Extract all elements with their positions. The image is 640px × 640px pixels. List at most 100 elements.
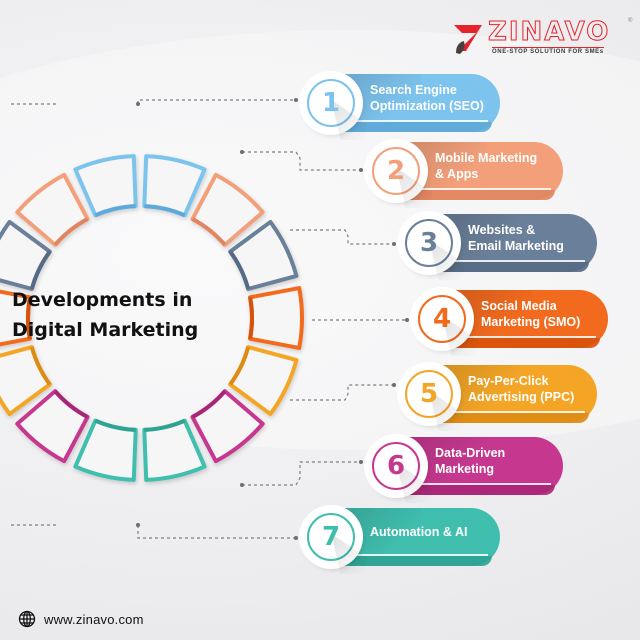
connector-dot — [240, 150, 244, 154]
number-badge: 1 — [302, 74, 360, 132]
connector-dot — [240, 483, 244, 487]
connector-lines — [10, 98, 409, 540]
connector-dot — [405, 318, 409, 322]
ring-segment — [248, 286, 304, 350]
pill-underline — [332, 556, 492, 566]
number-badge: 3 — [400, 214, 458, 272]
website-link[interactable]: www.zinavo.com — [44, 611, 144, 627]
pill-separator — [332, 120, 488, 122]
topic-label: Websites & Email Marketing — [468, 214, 564, 262]
pill-underline — [332, 122, 492, 132]
label-line-2: & Apps — [435, 167, 479, 181]
pill-separator — [332, 554, 488, 556]
badge-number: 4 — [432, 304, 452, 334]
number-badge: 5 — [400, 365, 458, 423]
pill-separator — [397, 483, 551, 485]
pill-separator — [397, 188, 551, 190]
connector-dot — [136, 102, 140, 106]
zinavo-logo: ZINAVO ® ONE-STOP SOLUTION FOR SMEs — [452, 17, 633, 58]
number-badge: 6 — [367, 437, 425, 495]
pill-underline — [430, 262, 589, 272]
connector-line — [242, 151, 361, 171]
badge-ring — [418, 295, 466, 343]
badge-number: 7 — [321, 522, 341, 552]
label-line-1: Websites & — [468, 223, 536, 237]
label-line-2: Marketing — [435, 462, 495, 476]
ring-segment-inner-edge — [191, 389, 227, 419]
title-line-1: Developments in — [12, 289, 193, 311]
ring-segment-inner-edge — [94, 204, 136, 218]
pill-underline — [397, 190, 555, 200]
zinavo-mark-icon — [454, 25, 482, 54]
connector-line — [290, 229, 394, 245]
badge-ring — [307, 513, 355, 561]
label-line-1: Pay-Per-Click — [468, 374, 549, 388]
label-line-1: Search Engine — [370, 83, 457, 97]
connector-dot — [359, 168, 363, 172]
pill-separator — [430, 411, 585, 413]
label-line-2: Optimization (SEO) — [370, 99, 484, 113]
connector-dot — [294, 98, 298, 102]
ring-segments — [0, 154, 304, 482]
badge-ring — [372, 147, 420, 195]
ring-segment-inner-edge — [144, 418, 186, 432]
pill-separator — [430, 260, 585, 262]
badge-ring — [405, 370, 453, 418]
pill-underline — [397, 485, 555, 495]
page-title: Developments in Digital Marketing — [12, 285, 212, 345]
ring-segment-inner-edge — [53, 389, 89, 419]
connector-line — [137, 525, 296, 539]
registered-mark: ® — [628, 18, 633, 24]
badge-number: 5 — [419, 379, 439, 409]
label-line-1: Automation & AI — [370, 525, 468, 539]
ring-segment-inner-edge — [94, 418, 136, 432]
connector-line — [242, 461, 361, 486]
topic-item-2[interactable]: 2 Mobile Marketing& Apps — [367, 142, 563, 200]
number-badge: 7 — [302, 508, 360, 566]
topic-label: Automation & AI — [370, 508, 467, 556]
footer: www.zinavo.com — [18, 610, 144, 628]
label-line-2: Advertising (PPC) — [468, 390, 575, 404]
badge-ring — [372, 442, 420, 490]
ring-segment-inner-edge — [29, 250, 52, 290]
connector-line — [137, 99, 296, 104]
pill-underline — [430, 413, 589, 423]
title-line-2: Digital Marketing — [12, 319, 199, 341]
connector-dot — [136, 523, 140, 527]
badge-number: 6 — [386, 451, 406, 481]
pill-separator — [443, 336, 596, 338]
topic-item-7[interactable]: 7 Automation & AI — [302, 508, 500, 566]
number-badge: 2 — [367, 142, 425, 200]
badge-ring — [307, 79, 355, 127]
pill-underline — [443, 338, 600, 348]
badge-number: 2 — [386, 156, 406, 186]
connector-dot — [392, 242, 396, 246]
brand-tagline: ONE-STOP SOLUTION FOR SMEs — [492, 47, 604, 55]
badge-ring — [405, 219, 453, 267]
label-line-2: Marketing (SMO) — [481, 315, 581, 329]
ring-segment-inner-edge — [53, 217, 89, 247]
ring-segment-inner-edge — [248, 296, 254, 340]
topic-item-3[interactable]: 3 Websites & Email Marketing — [400, 214, 597, 272]
label-line-1: Data-Driven — [435, 446, 506, 460]
ring-segment-inner-edge — [29, 346, 52, 386]
badge-number: 1 — [321, 88, 341, 118]
ring-segment-inner-edge — [144, 204, 186, 218]
label-line-2: Email Marketing — [468, 239, 564, 253]
ring-segment-inner-edge — [191, 217, 227, 247]
connector-dot — [294, 536, 298, 540]
connector-dot — [392, 383, 396, 387]
ring-segment-inner-edge — [26, 296, 32, 340]
number-badge: 4 — [413, 290, 471, 348]
brand-name: ZINAVO — [487, 17, 611, 48]
connector-line — [290, 384, 394, 401]
connector-dot — [359, 460, 363, 464]
